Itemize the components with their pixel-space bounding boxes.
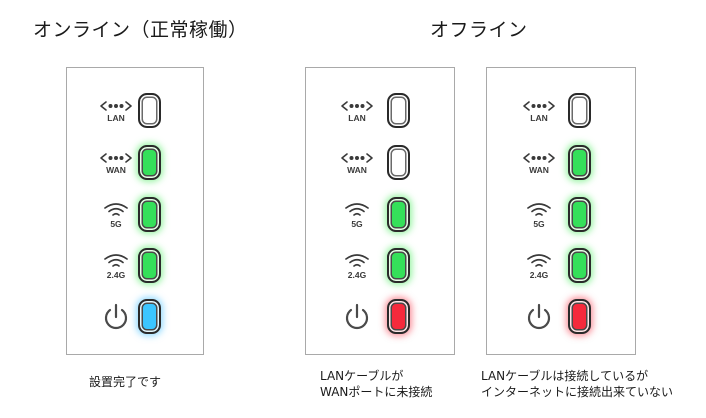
network-dots-icon: LAN <box>332 85 382 137</box>
led-wifi_24g-green <box>387 248 410 283</box>
network-dots-icon: LAN <box>91 85 141 137</box>
indicator-label: WAN <box>529 164 549 175</box>
indicator-label: LAN <box>107 112 125 123</box>
led-wifi_5g-green <box>568 197 591 232</box>
indicator-row-power <box>306 291 454 343</box>
led-wan-green <box>568 145 591 180</box>
wifi-icon: 2.4G <box>91 240 141 292</box>
network-dots-icon: WAN <box>91 137 141 189</box>
panel-caption-online: 設置完了です <box>89 374 161 390</box>
indicator-label: 5G <box>351 218 363 229</box>
led-wifi_24g-green <box>138 248 161 283</box>
panel-caption-offline-wan: LANケーブルが WANポートに未接続 <box>320 368 432 400</box>
caption-line: LANケーブルは接続しているが <box>481 369 649 383</box>
indicator-label: LAN <box>348 112 366 123</box>
power-icon <box>91 291 141 343</box>
indicator-row-lan: LAN <box>306 85 454 137</box>
indicator-row-wan: WAN <box>487 137 635 189</box>
indicator-row-power <box>487 291 635 343</box>
indicator-label: 2.4G <box>347 269 367 280</box>
indicator-label: 2.4G <box>106 269 126 280</box>
indicator-row-power <box>67 291 203 343</box>
network-dots-icon: WAN <box>332 137 382 189</box>
indicator-label: 2.4G <box>529 269 549 280</box>
panel-caption-offline-internet: LANケーブルは接続しているがインターネットに接続出来ていない <box>481 368 673 400</box>
led-power-red <box>568 299 591 334</box>
indicator-row-wifi_5g: 5G <box>67 189 203 241</box>
wifi-icon: 2.4G <box>514 240 564 292</box>
offline-heading: オフライン <box>430 19 528 41</box>
indicator-label: LAN <box>530 112 548 123</box>
indicator-row-wifi_24g: 2.4G <box>67 240 203 292</box>
indicator-row-wifi_24g: 2.4G <box>306 240 454 292</box>
caption-line: 設置完了です <box>89 375 162 389</box>
wifi-icon: 2.4G <box>332 240 382 292</box>
router-panel-offline-internet: LAN WAN 5G 2.4G <box>486 67 636 355</box>
led-power-red <box>387 299 410 334</box>
indicator-label: WAN <box>347 164 367 175</box>
power-icon <box>332 291 382 343</box>
indicator-label: 5G <box>533 218 545 229</box>
led-lan-off <box>387 93 410 128</box>
indicator-label: 5G <box>110 218 122 229</box>
caption-line: WANポートに未接続 <box>320 385 433 399</box>
led-wifi_24g-green <box>568 248 591 283</box>
network-dots-icon: LAN <box>514 85 564 137</box>
wifi-icon: 5G <box>514 189 564 241</box>
led-wan-green <box>138 145 161 180</box>
power-icon <box>514 291 564 343</box>
indicator-row-lan: LAN <box>487 85 635 137</box>
router-panel-online: LAN WAN 5G 2.4G <box>66 67 204 355</box>
indicator-row-wifi_5g: 5G <box>306 189 454 241</box>
wifi-icon: 5G <box>332 189 382 241</box>
online-heading: オンライン（正常稼働） <box>33 19 248 41</box>
caption-line: インターネットに接続出来ていない <box>481 385 674 399</box>
caption-line: LANケーブルが <box>320 369 404 383</box>
indicator-row-wifi_5g: 5G <box>487 189 635 241</box>
indicator-row-lan: LAN <box>67 85 203 137</box>
router-panel-offline-wan: LAN WAN 5G 2.4G <box>305 67 455 355</box>
led-lan-off <box>568 93 591 128</box>
network-dots-icon: WAN <box>514 137 564 189</box>
indicator-row-wan: WAN <box>67 137 203 189</box>
indicator-label: WAN <box>106 164 126 175</box>
led-power-blue <box>138 299 161 334</box>
led-wan-off <box>387 145 410 180</box>
indicator-row-wifi_24g: 2.4G <box>487 240 635 292</box>
indicator-row-wan: WAN <box>306 137 454 189</box>
led-lan-off <box>138 93 161 128</box>
led-wifi_5g-green <box>387 197 410 232</box>
wifi-icon: 5G <box>91 189 141 241</box>
led-wifi_5g-green <box>138 197 161 232</box>
